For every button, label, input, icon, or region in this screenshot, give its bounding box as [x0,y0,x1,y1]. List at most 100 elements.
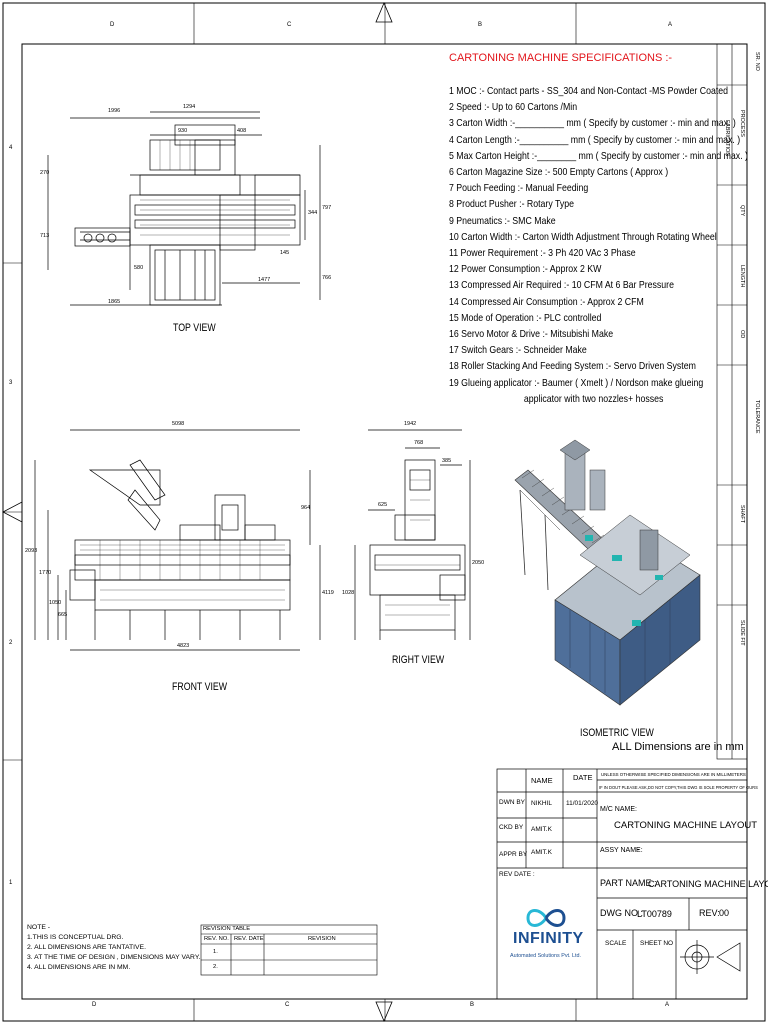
revision-header: REV. DATE [234,936,264,942]
dimension-label: 408 [237,128,247,134]
spec-item: 14 Compressed Air Consumption :- Approx … [449,296,644,308]
projection-symbol [680,940,741,974]
right-view-label: RIGHT VIEW [392,654,445,666]
tb-ckd-name: AMIT.K [531,826,552,833]
tb-scale: SCALE [605,940,627,947]
notes-block: NOTE - 1.THIS IS CONCEPTUAL DRG. 2. ALL … [27,923,200,973]
dimension-label: 2050 [472,560,485,566]
dimension-label: 385 [442,458,452,464]
border-letter: D [92,1002,97,1008]
spec-item: 19 Glueing applicator :- Baumer ( Xmelt … [449,377,704,389]
border-letter: C [287,22,292,28]
spec-item: 7 Pouch Feeding :- Manual Feeding [449,183,589,195]
spec-item: 16 Servo Motor & Drive :- Mitsubishi Mak… [449,329,614,341]
dimension-label: 930 [178,128,188,134]
tb-appr-by: APPR BY [499,851,528,858]
spec-item: 15 Mode of Operation :- PLC controlled [449,312,602,324]
top-view-label: TOP VIEW [173,322,216,334]
dimension-label: 580 [134,265,144,271]
dimension-label: 4119 [322,590,334,596]
dimension-label: 145 [280,250,290,256]
tb-ckd-by: CKD BY [499,824,524,831]
dimension-label: 1770 [39,570,52,576]
tb-assy-label: ASSY NAME: [600,847,643,854]
tb-mc-name: CARTONING MACHINE LAYOUT [614,820,758,831]
revision-row: 1. [213,949,218,955]
tb-dwg-label: DWG NO : [600,908,643,918]
sidebar-label: SHAFT [739,505,745,524]
dimension-label: 5098 [172,421,185,427]
company-logo-name: INFINITY [513,930,584,947]
spec-item: 5 Max Carton Height :-________ mm ( Spec… [449,150,748,162]
spec-item: 3 Carton Width :-__________ mm ( Specify… [449,118,736,130]
spec-item: 18 Roller Stacking And Feeding System :-… [449,361,696,373]
tb-rev-date: REV DATE : [499,871,535,878]
dimension-label: 797 [322,205,332,211]
spec-item: 17 Switch Gears :- Schneider Make [449,345,587,357]
tb-date-header: DATE [573,773,593,782]
sidebar-label: LENGTH [739,265,745,288]
spec-item: 10 Carton Width :- Carton Width Adjustme… [449,231,717,243]
sidebar-label: SLIDE FIT [739,620,745,646]
revision-header: REV. NO. [204,936,229,942]
dimension-label: 1050 [49,600,62,606]
tb-part-label: PART NAME : [600,878,657,888]
border-number: 1 [9,880,13,886]
dimensions-note: ALL Dimensions are in mm [612,741,744,753]
tb-appr-name: AMIT.K [531,849,552,856]
note-line: 4. ALL DIMENSIONS ARE IN MM. [27,964,131,971]
border-number: 3 [9,380,13,386]
spec-item: 13 Compressed Air Required :- 10 CFM At … [449,280,674,292]
tb-mc-name-label: M/C NAME: [600,806,637,813]
dimension-label: 665 [58,612,68,618]
tb-dwg-value: LT00789 [637,909,672,919]
dimension-label: 4823 [177,643,190,649]
spec-item: 2 Speed :- Up to 60 Cartons /Min [449,102,578,114]
sidebar-label: SR. NO [754,52,760,71]
revision-table-title: REVISION TABLE [203,926,251,932]
dimension-label: 766 [322,275,332,281]
dimension-label: 768 [414,440,424,446]
tb-dwn-date: 11/01/2020 [566,800,599,807]
dimension-label: 270 [40,170,50,176]
border-letter: A [668,22,673,28]
border-letter: C [285,1002,290,1008]
dimension-label: 344 [308,210,318,216]
specifications-list: 1 MOC :- Contact parts - SS_304 and Non-… [449,84,749,408]
dimension-label: 625 [378,502,388,508]
isometric-view-label: ISOMETRIC VIEW [580,727,654,739]
infinity-logo-mark [526,909,566,927]
notes-title: NOTE - [27,924,51,931]
tb-assy-value: - [637,847,640,854]
spec-item-continuation: applicator with two nozzles+ hosses [523,393,664,405]
sidebar-label: FABRICATION [724,120,730,157]
spec-item: 1 MOC :- Contact parts - SS_304 and Non-… [449,86,729,97]
front-view-drawing [34,429,321,651]
top-view-drawing [47,111,321,306]
isometric-view-drawing [514,439,701,706]
dimension-label: 1028 [342,590,355,596]
sidebar-label: QTY [739,205,745,217]
spec-item: 4 Carton Length :-__________ mm ( Specif… [449,134,741,146]
tb-dwn-name: NIKHIL [531,800,552,807]
spec-item: 11 Power Requirement :- 3 Ph 420 VAc 3 P… [449,248,636,260]
sidebar-label: PROCESS [739,110,745,137]
border-letter: B [478,22,483,28]
tb-unless-text: UNLESS OTHERWISE SPECIFIED DIMENSIONS AR… [601,772,746,777]
front-view-label: FRONT VIEW [172,681,228,693]
border-letter: A [665,1002,670,1008]
dimension-label: 713 [40,233,50,239]
revision-row: 2. [213,964,218,970]
tb-rev-value: 00 [719,908,730,918]
sidebar-label: OD [739,330,745,339]
dimension-label: 1477 [258,277,271,283]
dimension-label: 1865 [108,299,121,305]
dimension-label: 1942 [404,421,417,427]
tb-rev-label: REV: [699,908,720,918]
border-number: 2 [9,640,13,646]
tb-part-value: CARTONING MACHINE LAYOUT [648,879,768,889]
spec-item: 12 Power Consumption :- Approx 2 KW [449,264,602,276]
dimension-label: 1294 [183,104,196,110]
tb-name-header: NAME [531,776,553,785]
tb-doubt-text: IF IN DOUT PLEASE ASK,DO NOT COPY,THIS D… [599,785,758,790]
